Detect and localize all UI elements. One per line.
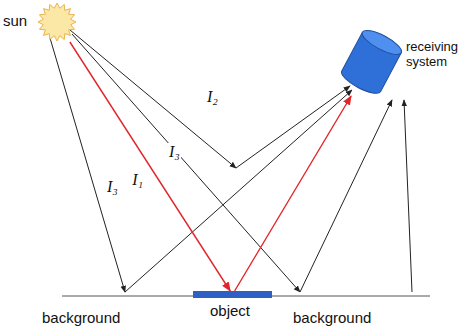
ray-to-atmosphere bbox=[70, 30, 236, 168]
object-label: object bbox=[210, 302, 250, 319]
radiance-label: I₂ bbox=[206, 88, 219, 106]
ray-to-left-background bbox=[50, 38, 125, 292]
sun-symbol: sun bbox=[37, 2, 77, 42]
receiver-cylinder: receiving system bbox=[338, 26, 406, 96]
ray-to-right-background bbox=[72, 34, 300, 292]
sun-label: sun bbox=[3, 12, 27, 29]
ray-far-background-to-receiver bbox=[404, 100, 412, 292]
reflected-ray bbox=[235, 96, 352, 291]
background-label: background bbox=[42, 309, 120, 326]
ray-right-background-to-receiver bbox=[300, 100, 392, 292]
background-label: background bbox=[293, 309, 371, 326]
radiance-label: I₃ bbox=[106, 178, 119, 196]
object-bar: object bbox=[193, 291, 272, 298]
sun-star bbox=[37, 2, 77, 42]
cylinder-shape bbox=[338, 26, 406, 96]
radiance-label: I₃ bbox=[168, 143, 181, 161]
ray-left-background-to-receiver bbox=[125, 90, 352, 292]
receiver-label: receiving system bbox=[406, 40, 464, 70]
reflected-ray bbox=[70, 42, 230, 291]
edge-label: I₁ bbox=[131, 171, 144, 189]
